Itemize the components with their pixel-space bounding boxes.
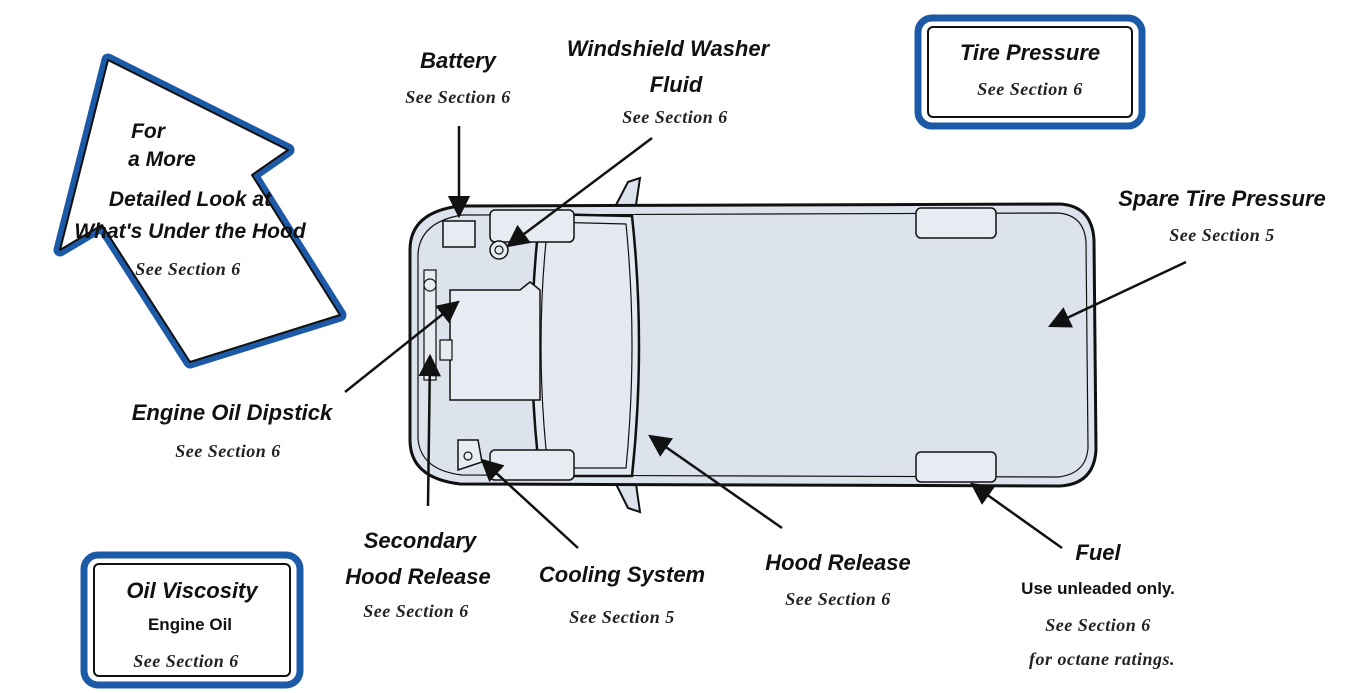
washer-title-1: Windshield Washer <box>566 36 770 61</box>
secondary-hood-title-1: Secondary <box>363 528 477 553</box>
callout-arrow-shape <box>53 53 347 369</box>
fuel-title: Fuel <box>1075 540 1121 565</box>
callout-section: See Section 6 <box>135 259 241 279</box>
cooling-section: See Section 5 <box>569 607 675 627</box>
washer-section: See Section 6 <box>622 107 728 127</box>
callout-line-1: For <box>131 120 165 143</box>
secondary-hood-title-2: Hood Release <box>345 564 491 589</box>
hood-release-title: Hood Release <box>765 550 911 575</box>
cooling-title: Cooling System <box>538 562 706 587</box>
fuel-note: Use unleaded only. <box>1021 579 1175 598</box>
tire-pressure-title: Tire Pressure <box>959 40 1101 65</box>
callout-line-4: What's Under the Hood <box>74 220 306 243</box>
washer-title-2: Fluid <box>649 72 703 97</box>
oil-viscosity-title: Oil Viscosity <box>126 578 258 603</box>
oil-viscosity-section: See Section 6 <box>133 651 239 671</box>
callout-line-3: Detailed Look at <box>108 188 272 211</box>
oil-viscosity-box <box>80 551 304 689</box>
battery-section: See Section 6 <box>405 87 511 107</box>
hood-release-leader <box>648 434 783 530</box>
spare-tire-section: See Section 5 <box>1169 225 1275 245</box>
tire-pressure-section: See Section 6 <box>977 79 1083 99</box>
battery-title: Battery <box>420 48 496 73</box>
washer-leader <box>506 137 653 248</box>
dipstick-leader <box>344 300 460 393</box>
fuel-leader <box>970 482 1063 550</box>
cooling-leader <box>480 458 579 549</box>
secondary-hood-leader <box>418 353 441 507</box>
dipstick-section: See Section 6 <box>175 441 281 461</box>
dipstick-title: Engine Oil Dipstick <box>131 400 333 425</box>
leader-lines <box>344 126 1187 550</box>
tire-pressure-box <box>914 14 1146 130</box>
spare-tire-leader <box>1047 260 1187 328</box>
secondary-hood-section: See Section 6 <box>363 601 469 621</box>
fuel-section-2: for octane ratings. <box>1028 649 1176 669</box>
vehicle-top-view <box>408 176 1098 514</box>
hood-release-section: See Section 6 <box>785 589 891 609</box>
oil-viscosity-subtitle: Engine Oil <box>147 615 233 634</box>
spare-tire-title: Spare Tire Pressure <box>1118 186 1326 211</box>
fuel-section: See Section 6 <box>1045 615 1151 635</box>
callout-line-2: a More <box>128 148 196 171</box>
